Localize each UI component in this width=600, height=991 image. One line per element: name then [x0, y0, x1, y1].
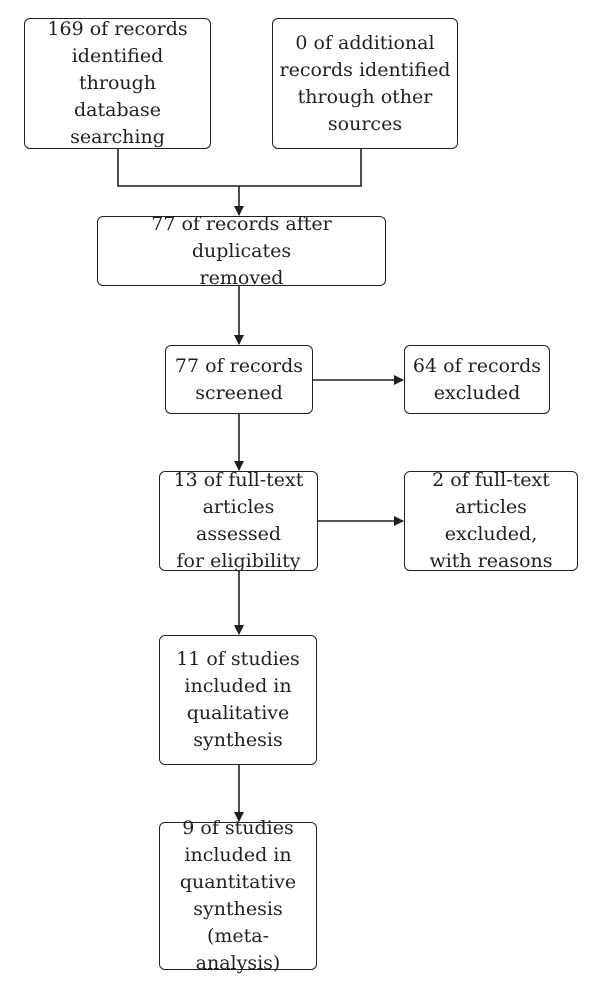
- records-identified-database-box: 169 of records identified through databa…: [24, 18, 211, 149]
- merge-connector: [117, 149, 362, 187]
- qualitative-synthesis-box: 11 of studies included in qualitative sy…: [159, 635, 317, 765]
- fulltext-assessed-box: 13 of full-text articles assessed for el…: [159, 469, 318, 572]
- quantitative-synthesis-label: 9 of studies included in quantitative sy…: [179, 817, 297, 974]
- fulltext-excluded-box: 2 of full-text articles excluded, with r…: [404, 469, 578, 572]
- quantitative-synthesis-box: 9 of studies included in quantitative sy…: [159, 817, 317, 974]
- records-after-duplicates-box: 77 of records after duplicates removed: [97, 213, 386, 289]
- records-excluded-box: 64 of records excluded: [404, 345, 550, 414]
- qualitative-synthesis-label: 11 of studies included in qualitative sy…: [176, 648, 300, 751]
- records-after-duplicates-label: 77 of records after duplicates removed: [151, 212, 332, 289]
- records-identified-other-sources-box: 0 of additional records identified throu…: [272, 18, 458, 149]
- records-screened-box: 77 of records screened: [165, 345, 313, 414]
- fulltext-assessed-label: 13 of full-text articles assessed for el…: [173, 469, 304, 572]
- records-screened-label: 77 of records screened: [174, 354, 304, 404]
- records-identified-other-sources-label: 0 of additional records identified throu…: [279, 31, 451, 135]
- fulltext-excluded-label: 2 of full-text articles excluded, with r…: [429, 469, 553, 572]
- records-identified-database-label: 169 of records identified through databa…: [47, 18, 188, 148]
- records-excluded-label: 64 of records excluded: [412, 354, 542, 404]
